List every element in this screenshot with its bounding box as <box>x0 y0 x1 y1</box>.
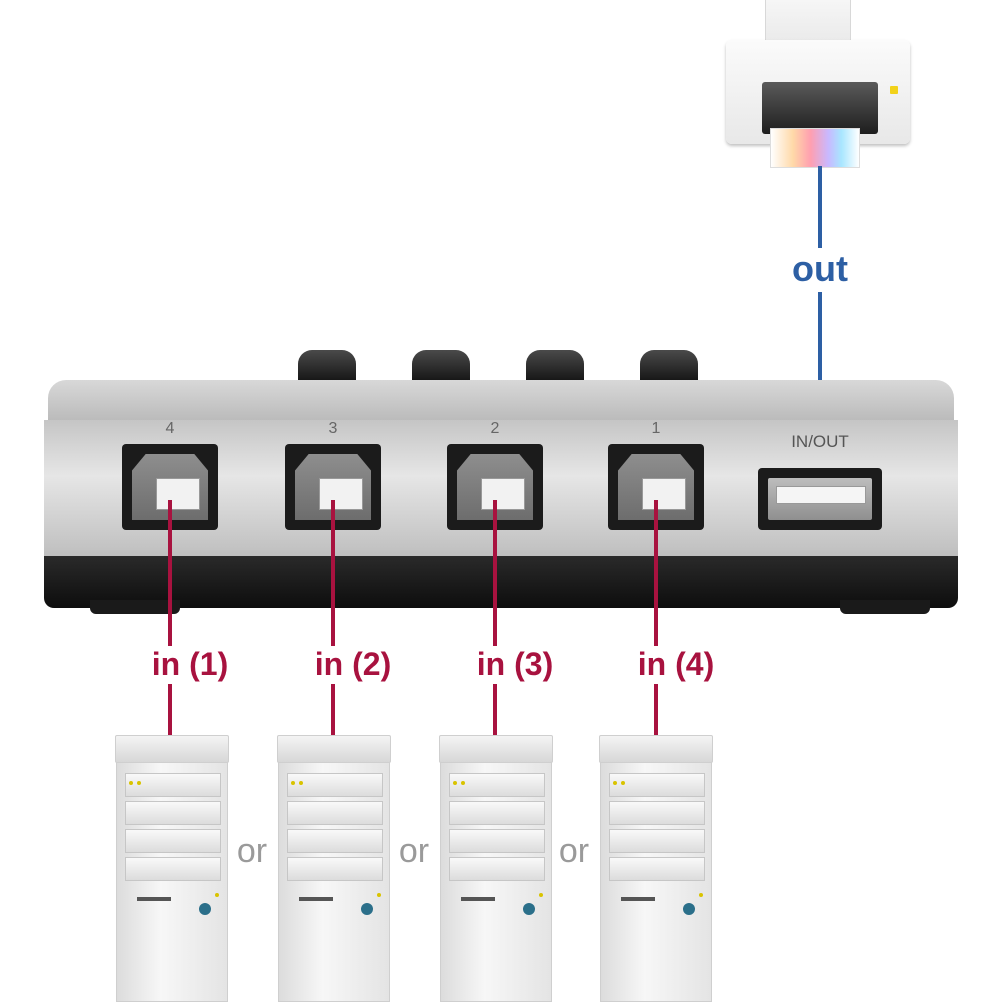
in-connector-1-upper <box>168 500 172 648</box>
usb-b-port-icon <box>285 444 381 530</box>
printer-paper-tray <box>765 0 851 47</box>
device-foot-left <box>90 600 180 614</box>
device-foot-right <box>840 600 930 614</box>
in-connector-2-upper <box>331 500 335 648</box>
in-label-1: in (1) <box>130 646 250 683</box>
port-number-3: 3 <box>328 420 338 437</box>
device-base <box>44 556 958 608</box>
in-out-label: IN/OUT <box>791 432 849 451</box>
in-connector-4-lower <box>654 684 658 738</box>
out-label: out <box>760 248 880 290</box>
usb-b-port-icon <box>122 444 218 530</box>
usb-b-port-icon <box>608 444 704 530</box>
or-label-1: or <box>236 832 268 870</box>
desktop-pc-icon <box>439 735 553 1002</box>
in-label-3: in (3) <box>455 646 575 683</box>
printer-led <box>890 86 898 94</box>
switch-button-2 <box>526 350 584 384</box>
in-connector-1-lower <box>168 684 172 738</box>
in-connector-4-upper <box>654 500 658 648</box>
or-label-3: or <box>558 832 590 870</box>
in-label-4: in (4) <box>616 646 736 683</box>
in-label-2: in (2) <box>293 646 413 683</box>
usb-a-port-icon <box>758 468 882 530</box>
printer-printed-paper <box>770 128 860 168</box>
desktop-pc-icon <box>277 735 391 1002</box>
switch-button-4 <box>298 350 356 384</box>
switch-button-3 <box>412 350 470 384</box>
port-number-2: 2 <box>490 420 500 437</box>
out-connector-lower <box>818 292 822 428</box>
or-label-2: or <box>398 832 430 870</box>
desktop-pc-icon <box>599 735 713 1002</box>
desktop-pc-icon <box>115 735 229 1002</box>
in-connector-3-lower <box>493 684 497 738</box>
in-connector-3-upper <box>493 500 497 648</box>
switch-button-1 <box>640 350 698 384</box>
port-number-1: 1 <box>651 420 661 437</box>
in-connector-2-lower <box>331 684 335 738</box>
port-number-4: 4 <box>165 420 175 437</box>
out-connector-upper <box>818 166 822 250</box>
printer-output-slot <box>762 82 878 134</box>
